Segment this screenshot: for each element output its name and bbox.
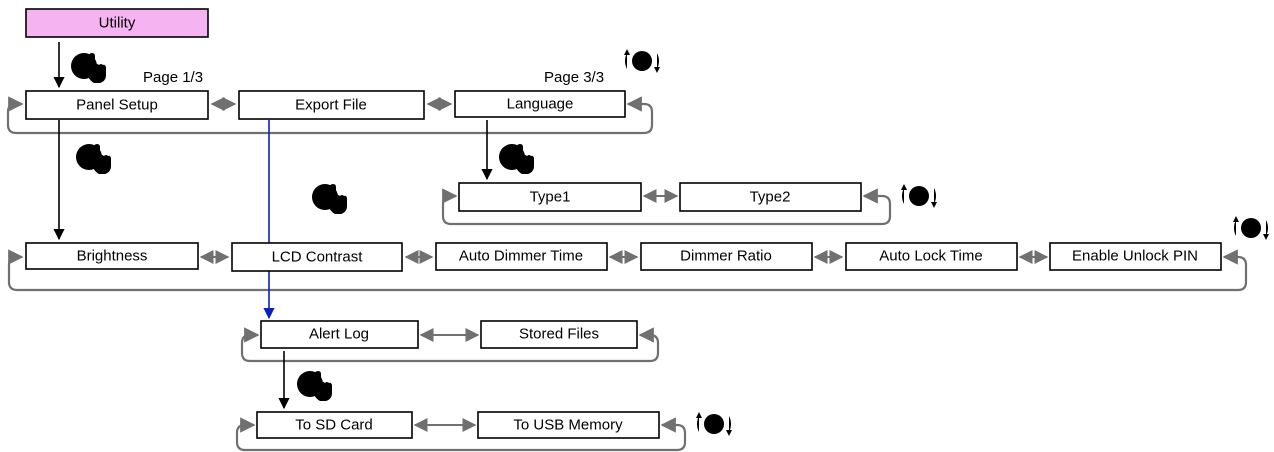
- node-type1: Type1: [458, 182, 642, 212]
- node-dimmer-ratio-label: Dimmer Ratio: [680, 248, 772, 265]
- node-brightness-label: Brightness: [77, 248, 148, 265]
- node-panel-setup: Panel Setup: [25, 90, 209, 120]
- node-export-file: Export File: [238, 90, 425, 120]
- page-first-label: Page 1/3: [143, 69, 203, 86]
- page-last-label: Page 3/3: [544, 69, 604, 86]
- node-enable-unlock-pin-label: Enable Unlock PIN: [1072, 248, 1198, 265]
- press-knob-icon: [297, 371, 332, 401]
- rotate-knob-icon: [901, 184, 937, 208]
- node-lcd-contrast-label: LCD Contrast: [272, 249, 364, 266]
- press-knob-icon: [76, 144, 111, 174]
- node-enable-unlock-pin: Enable Unlock PIN: [1049, 242, 1222, 271]
- node-stored-files: Stored Files: [480, 320, 638, 349]
- node-to-sd-card: To SD Card: [256, 411, 413, 439]
- node-alert-log-label: Alert Log: [309, 326, 369, 343]
- node-utility-label: Utility: [99, 15, 136, 32]
- node-to-usb-memory: To USB Memory: [477, 411, 660, 439]
- node-stored-files-label: Stored Files: [519, 326, 599, 343]
- node-panel-setup-label: Panel Setup: [76, 97, 158, 114]
- node-export-file-label: Export File: [295, 97, 367, 114]
- node-auto-dimmer-time: Auto Dimmer Time: [435, 242, 608, 271]
- rotate-knob-icon: [624, 49, 660, 73]
- loop-export-row: [240, 327, 660, 363]
- rotate-knob-icon: [696, 412, 732, 436]
- node-utility: Utility: [25, 8, 209, 38]
- loop-type-row: [441, 188, 892, 226]
- press-knob-icon: [312, 184, 347, 214]
- press-knob-icon: [71, 53, 106, 83]
- node-type2-label: Type2: [750, 189, 791, 206]
- loop-panel-row: [7, 249, 1248, 292]
- loop-storage-row: [235, 417, 687, 452]
- node-to-usb-memory-label: To USB Memory: [513, 417, 623, 434]
- node-language: Language: [454, 90, 626, 118]
- rotate-knob-icon: [1233, 216, 1269, 240]
- node-alert-log: Alert Log: [260, 320, 419, 349]
- node-auto-lock-time-label: Auto Lock Time: [879, 248, 982, 265]
- node-auto-lock-time: Auto Lock Time: [845, 242, 1018, 271]
- node-type1-label: Type1: [530, 189, 571, 206]
- node-type2: Type2: [679, 182, 862, 212]
- node-to-sd-card-label: To SD Card: [295, 417, 373, 434]
- press-knob-icon: [499, 144, 534, 174]
- node-brightness: Brightness: [25, 242, 199, 270]
- node-lcd-contrast: LCD Contrast: [231, 242, 403, 272]
- loop-top-row: [6, 96, 654, 135]
- node-auto-dimmer-time-label: Auto Dimmer Time: [459, 248, 583, 265]
- node-language-label: Language: [507, 96, 574, 113]
- node-dimmer-ratio: Dimmer Ratio: [640, 242, 813, 271]
